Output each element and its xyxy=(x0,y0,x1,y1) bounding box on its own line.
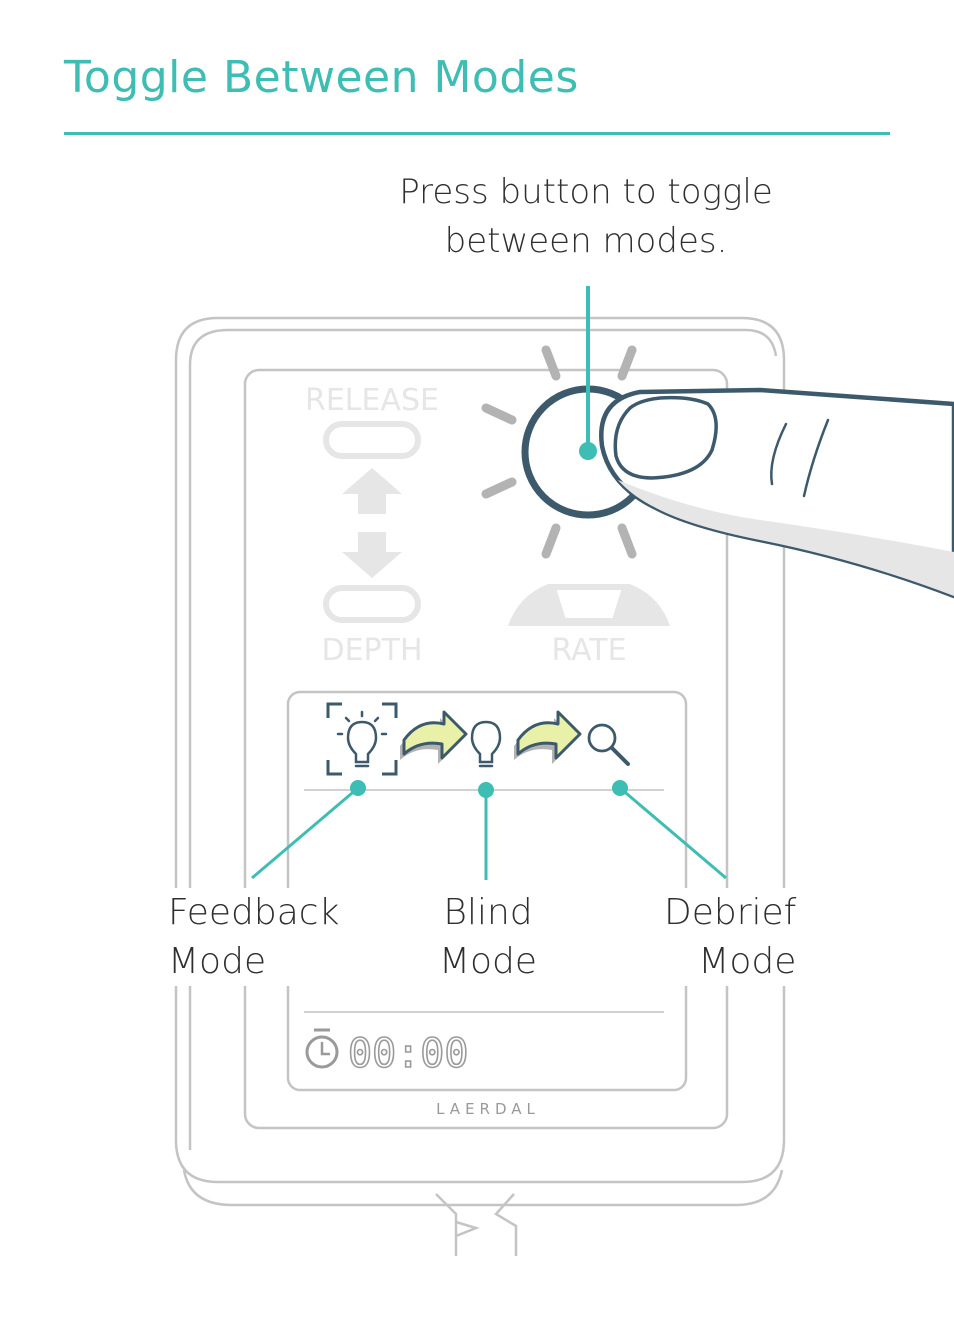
mode-arrow-2 xyxy=(514,710,582,764)
feedback-mode-line-2: Mode xyxy=(168,941,267,982)
lightbulb-on-icon xyxy=(336,710,388,768)
release-label: RELEASE xyxy=(305,383,439,418)
title-underline xyxy=(64,132,890,135)
debrief-mode-dot xyxy=(612,780,628,796)
blind-mode-line-2: Mode xyxy=(438,941,538,982)
finger-illustration xyxy=(599,387,954,599)
mode-leader-lines xyxy=(251,786,727,880)
feedback-mode-line-1: Feedback xyxy=(168,892,340,933)
depth-label: DEPTH xyxy=(321,633,422,668)
stopwatch-icon xyxy=(305,1028,339,1069)
page-title: Toggle Between Modes xyxy=(64,52,579,103)
blind-mode-label: Blind Mode xyxy=(428,888,548,986)
debrief-mode-label: Debrief Mode xyxy=(656,888,805,986)
button-callout: Press button to toggle between modes. xyxy=(380,168,792,266)
blind-mode-line-1: Blind xyxy=(443,892,533,933)
lightbulb-off-icon xyxy=(470,720,502,768)
feedback-mode-label: Feedback Mode xyxy=(160,888,348,986)
magnifier-icon xyxy=(587,723,630,766)
debrief-mode-line-1: Debrief xyxy=(664,892,797,933)
mode-arrow-1 xyxy=(400,710,468,764)
feedback-mode-icon xyxy=(326,702,398,776)
feedback-mode-dot xyxy=(350,780,366,796)
inactive-display-graphics: RELEASE DEPTH RATE xyxy=(305,383,670,668)
callout-line-1: Press button to toggle xyxy=(399,172,773,212)
blind-mode-dot xyxy=(478,782,494,798)
button-pointer-dot xyxy=(579,442,597,460)
rate-label: RATE xyxy=(551,633,626,668)
timer-readout: 00:00 xyxy=(348,1031,468,1077)
button-light-rays xyxy=(481,345,637,559)
brand-logo: LAERDAL xyxy=(436,1100,540,1118)
callout-line-2: between modes. xyxy=(444,221,728,261)
debrief-mode-line-2: Mode xyxy=(698,941,797,982)
